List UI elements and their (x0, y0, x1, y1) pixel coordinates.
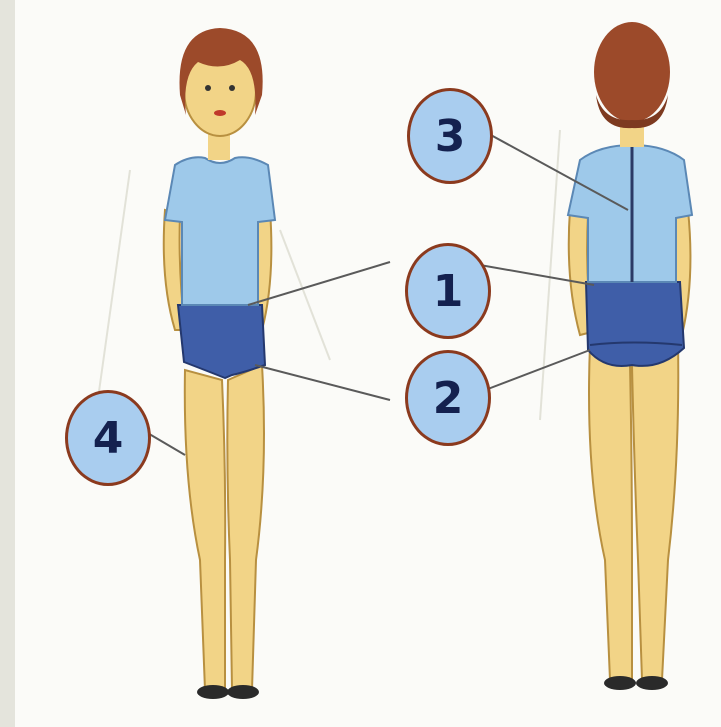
front-shorts (178, 305, 265, 378)
back-legs (589, 340, 678, 680)
marker-3: 3 (407, 88, 493, 184)
back-shorts (586, 282, 684, 366)
diagram-stage: 3 1 2 4 (15, 0, 721, 727)
front-figure (164, 28, 275, 699)
front-shirt (165, 157, 275, 305)
marker-1: 1 (405, 243, 491, 339)
back-figure (568, 22, 692, 690)
marker-2: 2 (405, 350, 491, 446)
marker-4: 4 (65, 390, 151, 486)
front-legs (185, 365, 264, 690)
figures-illustration (15, 0, 721, 727)
